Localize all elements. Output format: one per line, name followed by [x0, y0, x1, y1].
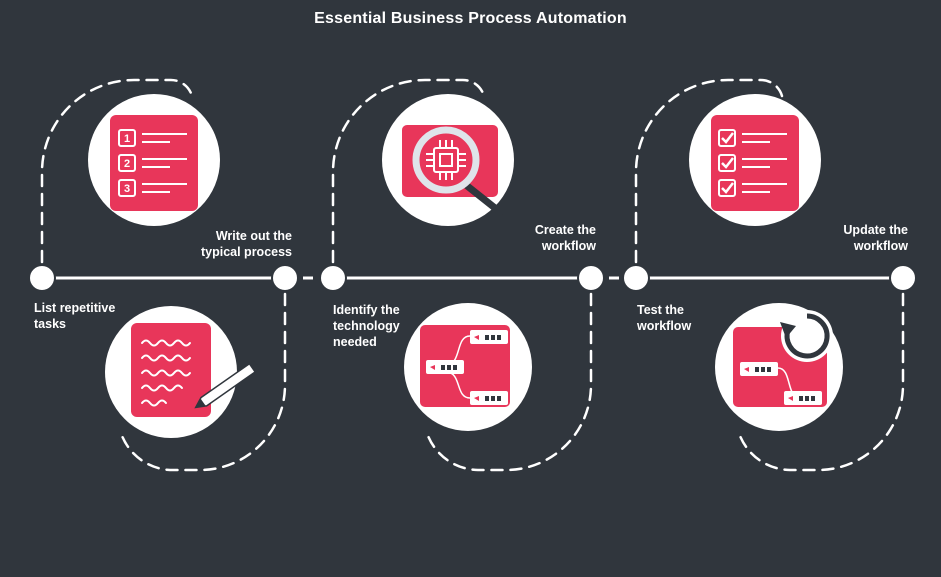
list-number-2: 2: [124, 158, 130, 170]
workflow-node-top: [470, 330, 508, 344]
step-label-list-repetitive-tasks: List repetitive tasks: [34, 300, 115, 332]
step-1-line-1: List repetitive: [34, 301, 116, 315]
step-4-line-1: Create the: [534, 223, 596, 237]
step-label-test-workflow: Test the workflow: [637, 302, 691, 334]
lower-loops: [118, 292, 905, 472]
step-3-line-2: technology: [333, 319, 400, 333]
workflow-nodes-icon: [404, 303, 532, 431]
page-title: Essential Business Process Automation: [314, 10, 627, 27]
refresh-icon: [780, 310, 833, 362]
writing-pen-icon: [105, 306, 260, 438]
refresh-workflow-icon: [715, 303, 843, 431]
step-2-line-1: Write out the: [215, 229, 292, 243]
workflow-node-bottom: [470, 391, 508, 405]
step-label-write-out-process: Write out the typical process: [180, 228, 292, 260]
step-label-update-workflow: Update the workflow: [812, 222, 908, 254]
step-2-line-2: typical process: [200, 245, 292, 259]
step-5-line-1: Test the: [637, 303, 684, 317]
step-1-line-2: tasks: [34, 317, 66, 331]
workflow-node-bottom-2: [784, 391, 822, 405]
checklist-icon: [689, 94, 821, 226]
step-3-line-1: Identify the: [333, 303, 400, 317]
node-step-3: [319, 264, 347, 292]
chip-magnifier-icon: [382, 94, 514, 226]
workflow-node-mid-2: [740, 362, 778, 376]
timeline-nodes: [28, 264, 917, 292]
node-step-4: [577, 264, 605, 292]
list-number-3: 3: [124, 183, 130, 195]
step-3-line-3: needed: [333, 335, 377, 349]
step-5-line-2: workflow: [637, 319, 692, 333]
step-6-line-2: workflow: [853, 239, 908, 253]
workflow-node-mid: [426, 360, 464, 374]
numbered-list-icon: 1 2 3: [88, 94, 220, 226]
step-6-line-1: Update the: [843, 223, 908, 237]
step-4-line-2: workflow: [541, 239, 596, 253]
node-step-5: [622, 264, 650, 292]
step-label-create-workflow: Create the workflow: [500, 222, 596, 254]
node-step-2: [271, 264, 299, 292]
upper-loops: [40, 78, 784, 264]
node-step-6: [889, 264, 917, 292]
step-label-identify-technology: Identify the technology needed: [333, 302, 400, 350]
list-number-1: 1: [124, 133, 130, 145]
node-step-1: [28, 264, 56, 292]
